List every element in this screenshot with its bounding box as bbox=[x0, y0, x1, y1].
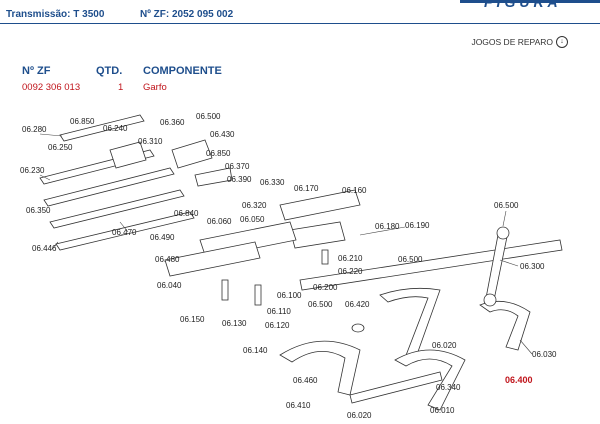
selector-blocks bbox=[109, 139, 361, 306]
part-callout[interactable]: 06.850 bbox=[206, 149, 231, 158]
part-callout[interactable]: 06.020 bbox=[432, 341, 457, 350]
transmissao-label: Transmissão: T 3500 bbox=[6, 9, 105, 20]
figura-title: FIGURA bbox=[484, 0, 562, 10]
part-callout[interactable]: 06.240 bbox=[103, 124, 128, 133]
part-callout[interactable]: 06.190 bbox=[405, 221, 430, 230]
part-callout[interactable]: 06.100 bbox=[277, 291, 302, 300]
col-qtd: QTD. bbox=[96, 65, 123, 77]
part-callout[interactable]: 06.300 bbox=[520, 262, 545, 271]
part-callout[interactable]: 06.850 bbox=[70, 117, 95, 126]
part-callout[interactable]: 06.370 bbox=[225, 162, 250, 171]
part-callout[interactable]: 06.410 bbox=[286, 401, 311, 410]
part-callout[interactable]: 06.040 bbox=[157, 281, 182, 290]
download-icon: ↓ bbox=[556, 36, 568, 48]
part-callout[interactable]: 06.120 bbox=[265, 321, 290, 330]
part-callout[interactable]: 06.500 bbox=[398, 255, 423, 264]
part-callout[interactable]: 06.020 bbox=[347, 411, 372, 420]
part-callout[interactable]: 06.320 bbox=[242, 201, 267, 210]
part-callout[interactable]: 06.390 bbox=[227, 175, 252, 184]
jogos-de-reparo-link[interactable]: JOGOS DE REPARO ↓ bbox=[471, 36, 568, 48]
row-nzf[interactable]: 0092 306 013 bbox=[22, 82, 81, 93]
part-callout[interactable]: 06.330 bbox=[260, 178, 285, 187]
part-callout[interactable]: 06.446 bbox=[32, 244, 57, 253]
part-callout[interactable]: 06.110 bbox=[267, 307, 291, 316]
part-callout[interactable]: 06.160 bbox=[342, 186, 367, 195]
part-callout[interactable]: 06.430 bbox=[210, 130, 235, 139]
col-componente: COMPONENTE bbox=[143, 65, 222, 77]
part-callout[interactable]: 06.500 bbox=[494, 201, 519, 210]
part-callout[interactable]: 06.250 bbox=[48, 143, 73, 152]
part-callout[interactable]: 06.050 bbox=[240, 215, 265, 224]
part-callout[interactable]: 06.180 bbox=[375, 222, 400, 231]
col-nzf: Nº ZF bbox=[22, 65, 51, 77]
part-callout[interactable]: 06.200 bbox=[313, 283, 338, 292]
part-callout[interactable]: 06.060 bbox=[207, 217, 232, 226]
part-callout[interactable]: 06.500 bbox=[308, 300, 333, 309]
jogos-label: JOGOS DE REPARO bbox=[471, 37, 553, 47]
row-componente[interactable]: Garfo bbox=[143, 82, 167, 93]
leader-lines bbox=[39, 133, 533, 355]
part-callout[interactable]: 06.030 bbox=[532, 350, 557, 359]
header-accent-bar bbox=[460, 0, 600, 3]
part-callout[interactable]: 06.470 bbox=[112, 228, 137, 237]
part-callout[interactable]: 06.150 bbox=[180, 315, 205, 324]
forks bbox=[279, 226, 531, 411]
part-callout[interactable]: 06.490 bbox=[150, 233, 175, 242]
part-callout[interactable]: 06.010 bbox=[430, 406, 455, 415]
part-callout[interactable]: 06.460 bbox=[293, 376, 318, 385]
part-callout[interactable]: 06.840 bbox=[174, 209, 199, 218]
callout-labels: 06.280 06.850 06.240 06.250 06.310 06.360 06.5… bbox=[20, 112, 557, 420]
row-qtd: 1 bbox=[118, 82, 124, 93]
part-callout[interactable]: 06.220 bbox=[338, 267, 363, 276]
part-callout[interactable]: 06.420 bbox=[345, 300, 370, 309]
header-divider bbox=[0, 23, 600, 24]
part-callout[interactable]: 06.170 bbox=[294, 184, 319, 193]
highlighted-part-callout[interactable]: 06.400 bbox=[505, 375, 533, 385]
part-callout[interactable]: 06.360 bbox=[160, 118, 185, 127]
part-callout[interactable]: 06.340 bbox=[436, 383, 461, 392]
part-callout[interactable]: 06.310 bbox=[138, 137, 163, 146]
part-callout[interactable]: 06.230 bbox=[20, 166, 45, 175]
part-callout[interactable]: 06.350 bbox=[26, 206, 51, 215]
part-callout[interactable]: 06.140 bbox=[243, 346, 268, 355]
part-callout[interactable]: 06.130 bbox=[222, 319, 247, 328]
part-callout[interactable]: 06.480 bbox=[155, 255, 180, 264]
part-callout[interactable]: 06.500 bbox=[196, 112, 221, 121]
part-callout[interactable]: 06.210 bbox=[338, 254, 363, 263]
part-callout[interactable]: 06.280 bbox=[22, 125, 47, 134]
nzf-label: Nº ZF: 2052 095 002 bbox=[140, 9, 234, 20]
